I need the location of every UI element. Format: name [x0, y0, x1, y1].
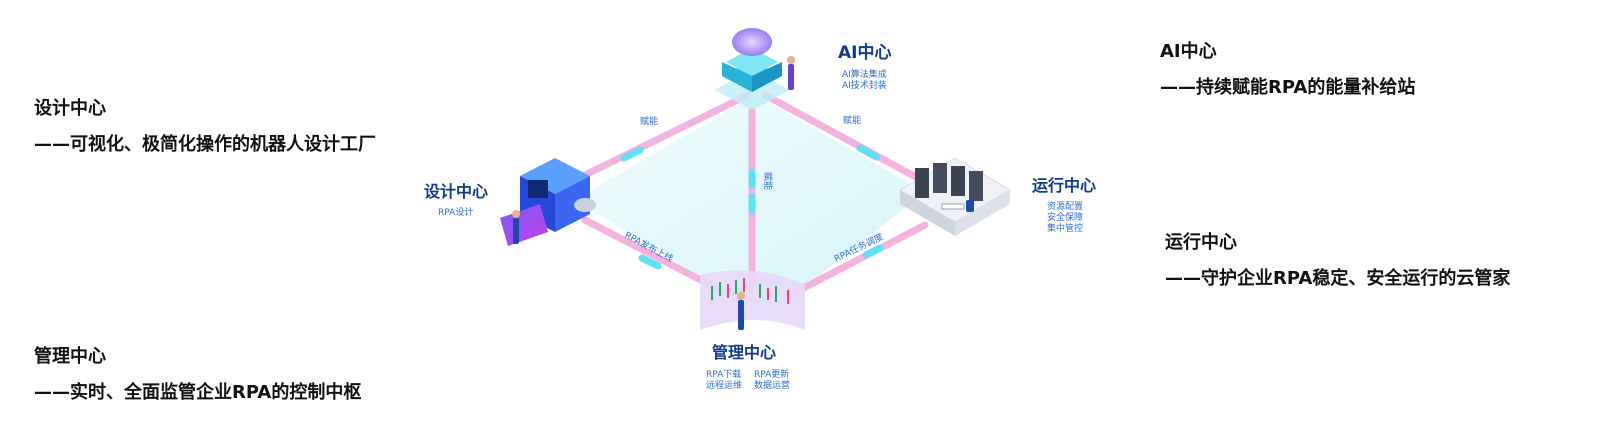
- operations-center-heading: 运行中心: [1165, 232, 1237, 253]
- server-rack: [933, 163, 947, 193]
- ai-center-description: AI中心 ——持续赋能RPA的能量补给站: [1160, 41, 1415, 99]
- management-node-sub-3: 远程运维: [706, 379, 742, 391]
- link-ai-design: [581, 91, 752, 179]
- glow-segment: [862, 244, 884, 259]
- ai-center-heading: AI中心: [1160, 41, 1217, 62]
- management-center-heading: 管理中心: [34, 346, 106, 367]
- chair-icon: [966, 200, 974, 212]
- design-node-sub: RPA设计: [438, 206, 473, 218]
- management-center-tagline: ——实时、全面监管企业RPA的控制中枢: [34, 382, 362, 403]
- ai-center-tagline: ——持续赋能RPA的能量补给站: [1160, 77, 1416, 98]
- candlestick-chart-icon: [711, 280, 777, 302]
- link-design-mgmt: [581, 216, 724, 294]
- management-center-illustration: [700, 270, 805, 330]
- management-node-sub-2: RPA更新: [754, 368, 789, 380]
- design-node-title: 设计中心: [424, 182, 488, 201]
- design-center-heading: 设计中心: [34, 98, 106, 119]
- operations-center-description: 运行中心 ——守护企业RPA稳定、安全运行的云管家: [1165, 232, 1510, 290]
- dashboard-arc: [700, 270, 805, 330]
- management-center-description: 管理中心 ——实时、全面监管企业RPA的控制中枢: [34, 346, 361, 404]
- operations-center-illustration: [899, 157, 1011, 236]
- ai-node-title: AI中心: [838, 42, 891, 63]
- ai-node-sub-2: AI技术封装: [842, 79, 887, 91]
- server-rack: [951, 166, 965, 196]
- robot-head-icon: [574, 198, 596, 212]
- design-center-description: 设计中心 ——可视化、极简化操作的机器人设计工厂: [34, 98, 376, 156]
- person-figure: [788, 64, 794, 90]
- management-node-sub-1: RPA下载: [706, 368, 741, 380]
- design-screen: [500, 204, 548, 246]
- ai-node-sub-1: AI算法集成: [842, 68, 887, 80]
- manager-figure: [738, 300, 744, 330]
- operations-node-sub-3: 集中管控: [1047, 222, 1083, 234]
- design-center-tagline: ——可视化、极简化操作的机器人设计工厂: [34, 134, 376, 155]
- operations-center-tagline: ——守护企业RPA稳定、安全运行的云管家: [1165, 268, 1511, 289]
- brain-icon: [732, 28, 772, 56]
- link-ops-mgmt: [786, 221, 929, 299]
- server-rack: [915, 168, 929, 198]
- operations-node-title: 运行中心: [1032, 176, 1096, 195]
- desk: [941, 203, 965, 210]
- glow-segment: [856, 144, 880, 161]
- operations-node-sub-2: 安全保障: [1047, 211, 1083, 223]
- ai-center-illustration: [714, 28, 795, 110]
- edge-label-ai-design: 赋能: [640, 115, 658, 127]
- edge-label-ai-mgmt: 赋能: [762, 172, 774, 190]
- management-node-title: 管理中心: [712, 343, 776, 362]
- glow-segment: [620, 146, 644, 162]
- designer-figure: [513, 218, 519, 244]
- management-node-sub-4: 数据运营: [754, 379, 790, 391]
- connection-lines: [581, 91, 929, 299]
- link-ai-ops: [761, 91, 929, 186]
- operations-node-sub-1: 资源配置: [1047, 201, 1083, 212]
- edge-label-ai-ops: 赋能: [843, 114, 861, 126]
- design-center-illustration: [500, 158, 596, 246]
- server-rack: [969, 171, 983, 201]
- glow-segment: [638, 254, 662, 270]
- monitor-screen: [528, 180, 548, 198]
